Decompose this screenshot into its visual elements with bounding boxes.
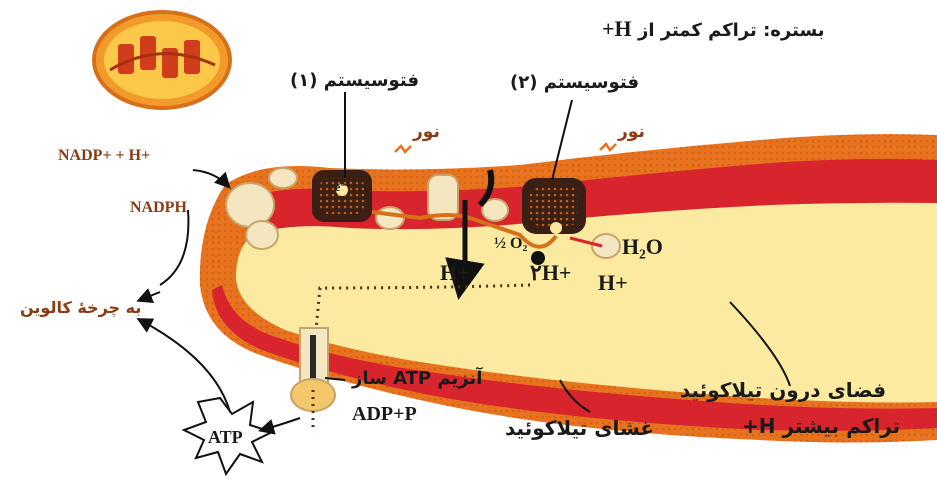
light-squiggle-2 (600, 144, 616, 150)
lumen-note-label: تراکم بیشتر H+ (742, 416, 900, 436)
adp-p-label: ADP+P (352, 404, 417, 424)
photosystem-1-label: فتوسیستم (۱) (290, 72, 419, 90)
nadp-reactants-label: NADP+ + H+ (58, 148, 150, 164)
arrow-to-calvin (140, 292, 160, 300)
light-label-2: نور (618, 124, 645, 141)
arrow-nadp (193, 170, 228, 186)
atp-label: ATP (208, 428, 243, 446)
nadph-label: NADPH (130, 200, 187, 216)
h2o-label: H₂O (622, 236, 663, 258)
calvin-cycle-label: به چرخهٔ کالوین (20, 300, 141, 316)
stroma-text: بستره: تراکم کمتر از (638, 20, 825, 41)
thylakoid-membrane-label: غشای تیلاکوئید (505, 418, 654, 438)
stroma-label: بستره: تراکم کمتر از H+ (602, 18, 825, 40)
h-plus-label-1: H+ (598, 272, 628, 294)
arrow-nadph-calvin (160, 210, 188, 285)
photosystem-2-complex (522, 178, 586, 234)
photosystem-2-label: فتوسیستم (۲) (510, 74, 639, 92)
light-squiggle-1 (395, 146, 411, 152)
h-plus-label-2: H+ (440, 262, 470, 284)
atp-synthase-label: آنزیم ATP ساز (352, 370, 482, 388)
chloroplast-thumbnail (94, 12, 230, 108)
photosystem-1-complex (312, 170, 372, 222)
light-label-1: نور (413, 124, 440, 141)
arrow-adp-to-atp (262, 418, 300, 430)
electron-label: e⁻ (335, 181, 347, 193)
half-o2-label: ½ O₂ (494, 236, 527, 252)
stroma-ion: H+ (602, 16, 632, 41)
two-h-plus-label: ۲H+ (530, 262, 571, 284)
lumen-label: فضای درون تیلاکوئید (680, 380, 886, 400)
